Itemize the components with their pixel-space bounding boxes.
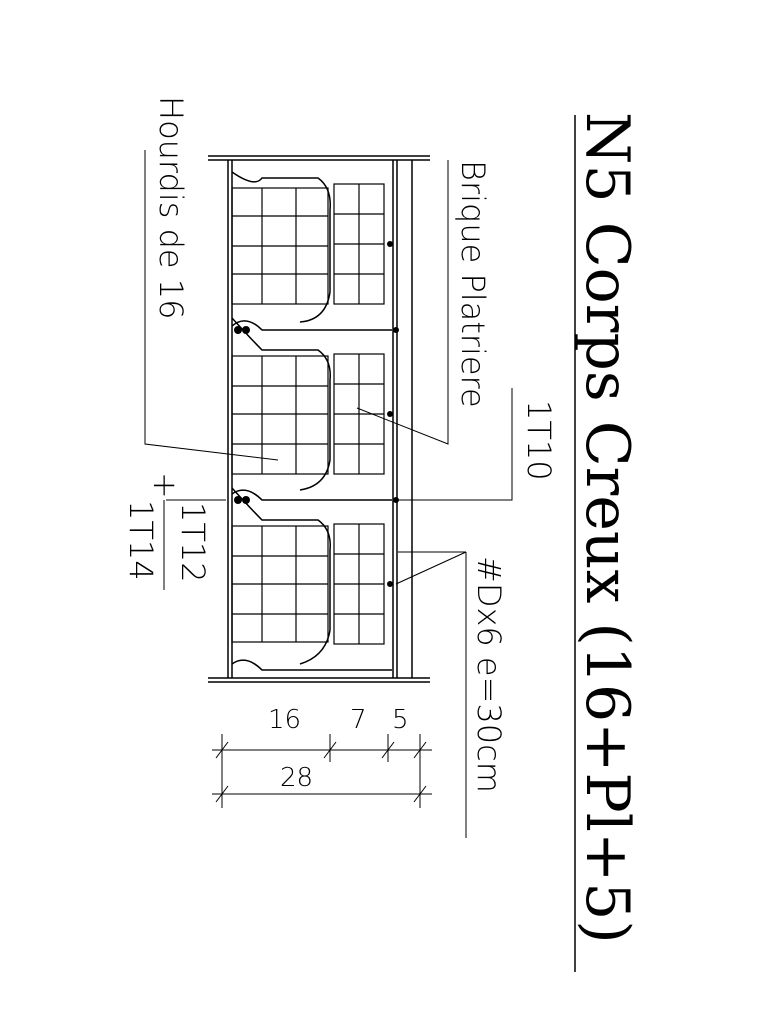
- bottom-bar-label-1: 1T12: [174, 502, 212, 583]
- hourdis-blocks: [231, 187, 329, 643]
- top-bar-label: 1T10: [520, 400, 558, 481]
- brique-platriere: [333, 183, 385, 645]
- bottom-bar-label-2: 1T14: [122, 500, 160, 581]
- dimension-16: 16: [268, 705, 301, 735]
- hourdis-label: Hourdis de 16: [152, 96, 190, 319]
- joist-webs: [231, 171, 392, 671]
- mesh-label: #Dx6 e=30cm: [470, 556, 508, 793]
- drawing-title: N5 Corps Creux (16+Pl+5): [572, 112, 642, 944]
- brique-label: Brique Platriere: [454, 160, 492, 408]
- dimension-5: 5: [392, 705, 409, 735]
- dimension-7: 7: [350, 705, 367, 735]
- leader-lines: [144, 150, 513, 838]
- dimension-lines: [212, 734, 432, 808]
- dimension-28: 28: [280, 763, 313, 793]
- slab-outline: [208, 155, 430, 683]
- rebars: [234, 241, 399, 587]
- bottom-bar-plus: +: [146, 472, 184, 499]
